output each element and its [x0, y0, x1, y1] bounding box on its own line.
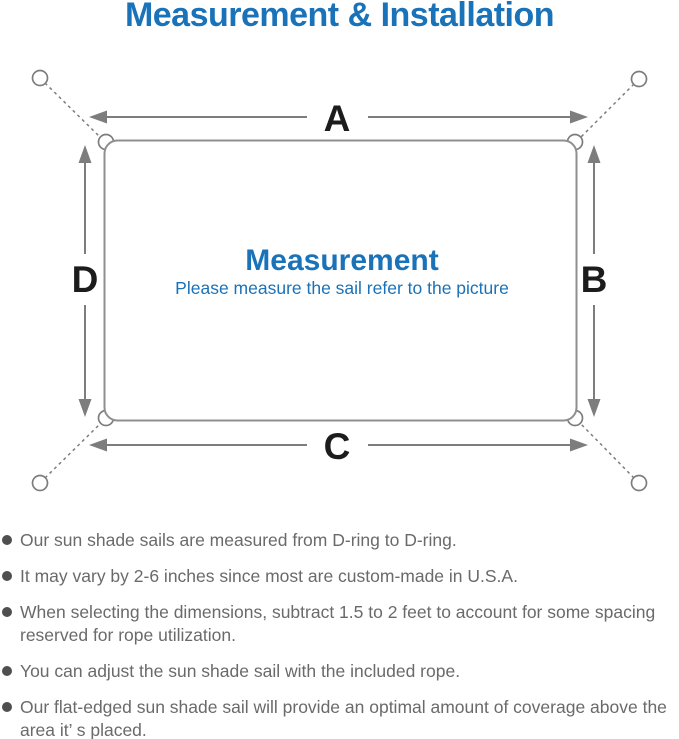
arrow-d-up-head	[78, 145, 92, 163]
list-item: It may vary by 2-6 inches since most are…	[2, 565, 671, 588]
diagram-center-title: Measurement	[245, 244, 438, 277]
arrow-a-right-head	[570, 110, 588, 124]
note-text: Our flat-edged sun shade sail will provi…	[20, 697, 667, 739]
sail-outline	[103, 139, 578, 422]
note-text: Our sun shade sails are measured from D-…	[20, 530, 457, 550]
list-item: Our sun shade sails are measured from D-…	[2, 529, 671, 552]
anchor-rope-lines	[44, 82, 635, 479]
measurement-diagram: A B C D Measurement Please measure the s…	[31, 69, 648, 492]
notes-list: Our sun shade sails are measured from D-…	[2, 529, 671, 739]
anchor-point-icon	[630, 474, 648, 492]
rope-bottom-left	[44, 422, 102, 479]
arrow-c-left-head	[89, 438, 107, 452]
note-text: It may vary by 2-6 inches since most are…	[20, 566, 518, 586]
dimension-label-b: B	[581, 259, 608, 300]
list-item: You can adjust the sun shade sail with t…	[2, 660, 671, 683]
dimension-label-c: C	[324, 426, 351, 467]
note-text: You can adjust the sun shade sail with t…	[20, 661, 461, 681]
anchor-point-icon	[630, 70, 648, 88]
bullet-icon	[2, 571, 12, 581]
note-text: When selecting the dimensions, subtract …	[20, 602, 656, 645]
rope-bottom-right	[579, 422, 635, 479]
arrow-a-left-head	[89, 110, 107, 124]
rope-top-right	[579, 83, 635, 139]
anchor-point-icon	[31, 69, 49, 87]
diagram-center-subtitle: Please measure the sail refer to the pic…	[175, 278, 509, 298]
rope-top-left	[44, 82, 102, 139]
bullet-icon	[2, 535, 12, 545]
dimension-label-a: A	[324, 98, 351, 139]
anchor-points	[31, 69, 648, 492]
dimension-label-d: D	[72, 259, 99, 300]
list-item: When selecting the dimensions, subtract …	[2, 601, 671, 647]
anchor-point-icon	[31, 474, 49, 492]
bullet-icon	[2, 702, 12, 712]
bullet-icon	[2, 607, 12, 617]
arrow-d-down-head	[78, 399, 92, 417]
list-item: Our flat-edged sun shade sail will provi…	[2, 696, 671, 739]
arrow-b-up-head	[587, 145, 601, 163]
bullet-icon	[2, 666, 12, 676]
arrow-b-down-head	[587, 399, 601, 417]
arrow-c-right-head	[570, 438, 588, 452]
dimension-arrows	[78, 110, 601, 452]
page-title: Measurement & Installation	[124, 0, 555, 34]
